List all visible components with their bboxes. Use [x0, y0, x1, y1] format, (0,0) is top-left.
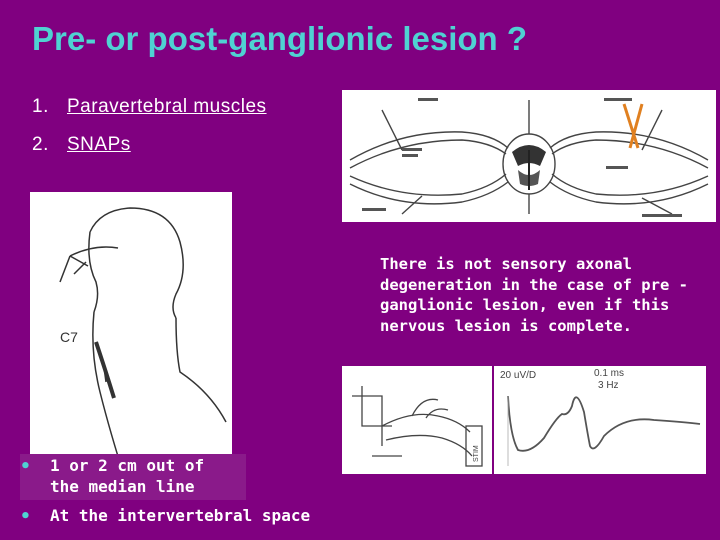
- neck-sketch: C7: [30, 192, 232, 492]
- criteria-list: 1. Paravertebral muscles 2. SNAPs: [32, 96, 267, 172]
- wave-freq-label: 3 Hz: [598, 380, 619, 391]
- spinal-cord-diagram: [342, 90, 716, 222]
- snap-waveform: 20 uV/D 0.1 ms 3 Hz: [494, 366, 706, 474]
- slide-title: Pre- or post-ganglionic lesion ?: [32, 20, 528, 57]
- bullet-text: At the intervertebral space: [50, 506, 311, 525]
- bullet-text: 1 or 2 cm out of: [50, 456, 205, 475]
- wave-scale-label: 20 uV/D: [500, 370, 536, 381]
- bullet-item: • 1 or 2 cm out of the median line: [20, 454, 246, 500]
- bullet-text: the median line: [50, 477, 195, 496]
- list-item: 2. SNAPs: [32, 134, 267, 172]
- bullet-item: • At the intervertebral space: [20, 506, 310, 527]
- lesion-mark: [622, 103, 644, 149]
- note-text: There is not sensory axonal degeneration…: [380, 255, 688, 335]
- wave-time-label: 0.1 ms: [594, 368, 624, 379]
- bullet-list: • 1 or 2 cm out of the median line • At th…: [20, 454, 310, 527]
- list-text: Paravertebral muscles: [67, 96, 267, 117]
- bullet-dot-icon: •: [20, 456, 31, 477]
- list-number: 2.: [32, 134, 49, 155]
- list-number: 1.: [32, 96, 49, 117]
- list-item: 1. Paravertebral muscles: [32, 96, 267, 134]
- stim-label: STIM: [473, 445, 480, 462]
- bullet-dot-icon: •: [20, 506, 31, 527]
- list-text: SNAPs: [67, 134, 131, 155]
- hand-stimulation-sketch: STIM: [342, 366, 492, 474]
- vertebra-label: C7: [60, 329, 78, 345]
